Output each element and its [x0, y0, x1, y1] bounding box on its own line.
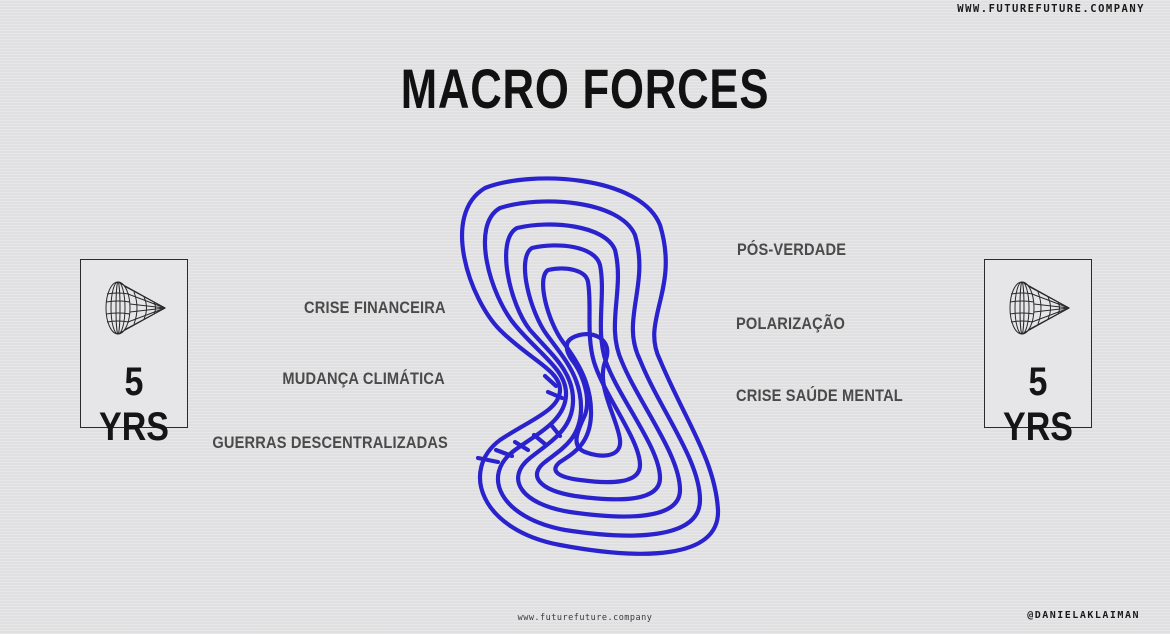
vortex-ring-outer [459, 176, 721, 556]
force-label-left-3: GUERRAS DESCENTRALIZADAS [212, 433, 448, 452]
vortex-striation [531, 432, 548, 447]
time-horizon-card-right: 5 YRS [984, 259, 1092, 449]
vortex-striation [549, 423, 563, 439]
cone-funnel-icon [1009, 281, 1071, 335]
vortex-ring-inner [564, 332, 623, 458]
site-url-top[interactable]: WWW.FUTUREFUTURE.COMPANY [957, 3, 1145, 15]
vortex-striation [545, 389, 565, 401]
time-horizon-label: 5 YRS [1003, 360, 1073, 449]
vortex-striation [512, 439, 531, 453]
page-title: MACRO FORCES [400, 57, 770, 120]
vortex-striation [493, 447, 515, 459]
force-label-left-1: CRISE FINANCEIRA [304, 298, 446, 317]
vortex-striation [542, 373, 559, 389]
force-label-right-2: POLARIZAÇÃO [736, 314, 846, 333]
force-label-right-3: CRISE SAÚDE MENTAL [736, 386, 903, 405]
force-label-right-1: PÓS-VERDADE [737, 240, 847, 259]
time-horizon-card-left: 5 YRS [80, 259, 188, 449]
vortex-ring-5 [541, 266, 643, 485]
cone-funnel-icon [105, 281, 167, 335]
vortex-ring-2 [482, 199, 703, 538]
author-handle[interactable]: @DANIELAKLAIMAN [1027, 610, 1140, 621]
site-url-bottom[interactable]: www.futurefuture.company [517, 613, 653, 623]
time-horizon-label: 5 YRS [99, 360, 169, 449]
vortex-ring-3 [504, 222, 683, 519]
vortex-striation [475, 455, 501, 465]
force-label-left-2: MUDANÇA CLIMÁTICA [282, 369, 445, 388]
vortex-ring-4 [522, 243, 663, 502]
